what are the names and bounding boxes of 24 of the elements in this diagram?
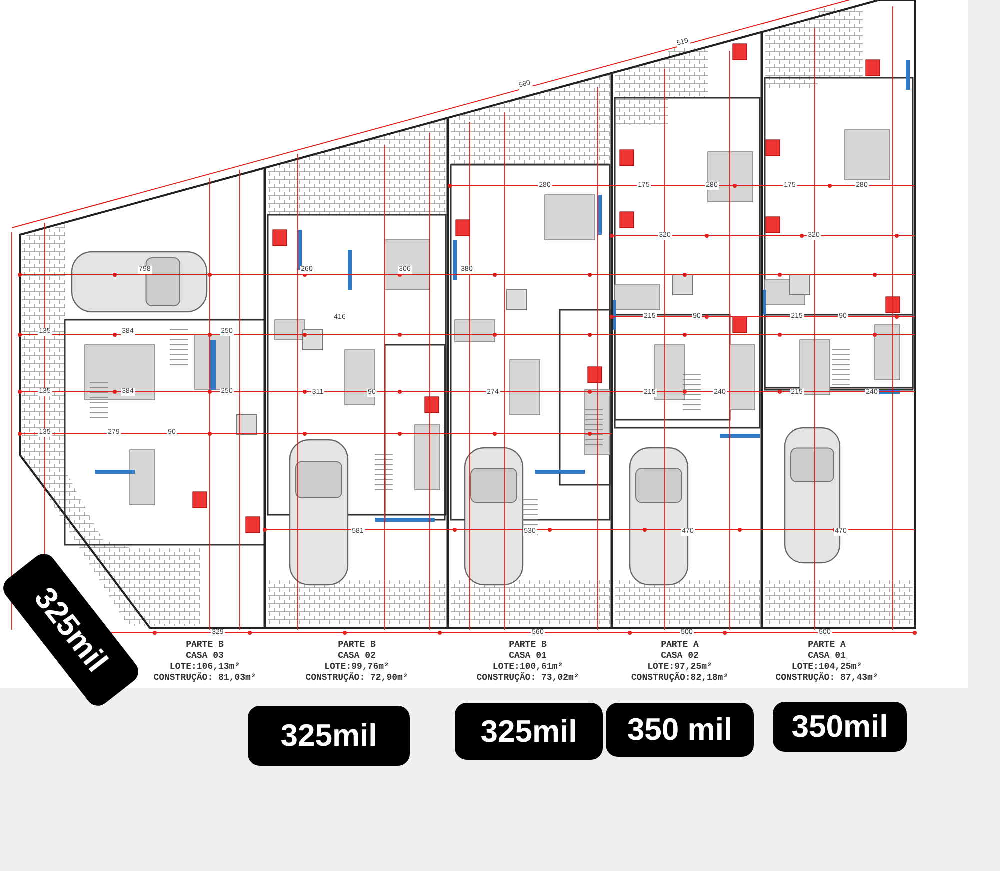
house-caption: CASA 01 (808, 651, 846, 661)
house-caption: PARTE B (509, 640, 547, 650)
house-caption: CASA 02 (661, 651, 699, 661)
house-caption: CONSTRUÇÃO: 72,90m² (306, 673, 408, 683)
house-caption: LOTE:106,13m² (170, 662, 240, 672)
house-caption: CASA 02 (338, 651, 376, 661)
house-caption: CASA 01 (509, 651, 547, 661)
price-tag: 325mil (248, 706, 410, 766)
price-tag: 325mil (455, 703, 603, 760)
house-caption: PARTE A (808, 640, 846, 650)
house-caption: CONSTRUÇÃO: 73,02m² (476, 673, 580, 683)
price-tag: 350 mil (606, 703, 754, 757)
house-caption: PARTE B (186, 640, 224, 650)
price-tag: 350mil (773, 702, 907, 752)
house-caption: CONSTRUÇÃO: 81,03m² (154, 673, 256, 683)
house-caption: CONSTRUÇÃO: 87,43m² (776, 673, 878, 683)
house-caption: LOTE:99,76m² (324, 662, 390, 672)
house-caption: PARTE B (338, 640, 376, 650)
house-caption: CONSTRUÇÃO:82,18m² (631, 673, 729, 683)
house-caption: CASA 03 (186, 651, 224, 661)
house-caption: LOTE:100,61m² (492, 662, 564, 672)
house-caption: LOTE:97,25m² (648, 662, 712, 672)
house-caption: PARTE A (661, 640, 699, 650)
house-caption: LOTE:104,25m² (792, 662, 862, 672)
